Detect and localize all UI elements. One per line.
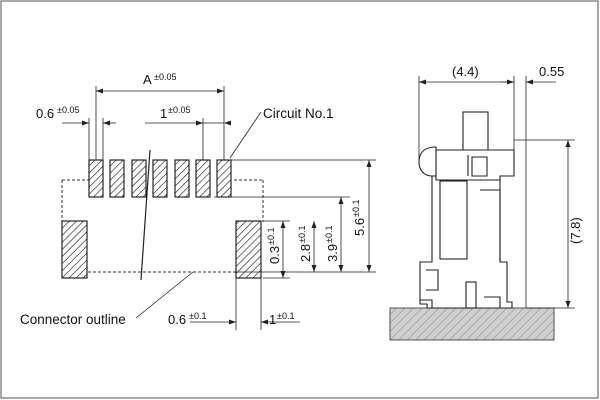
dim-side-offset: 0.55 xyxy=(539,64,564,79)
dim-pitch-tolerance: ±0.05 xyxy=(168,105,190,115)
dim-bottom-06-tolerance: ±0.1 xyxy=(189,311,206,321)
dim-pad-width-value: 0.6 xyxy=(36,106,54,121)
top-view-dimension-lines xyxy=(62,86,376,330)
signal-pad xyxy=(88,159,104,198)
dim-side-height-group: (7.8) xyxy=(568,217,583,244)
dim-side-height: (7.8) xyxy=(568,217,583,244)
signal-pad xyxy=(109,159,125,198)
dim-v-03-value: 0.3 xyxy=(267,246,282,264)
dim-bottom-06-value: 0.6 xyxy=(168,312,186,327)
dim-v-56-tolerance: ±0.1 xyxy=(351,200,361,217)
connector-outline xyxy=(61,179,264,273)
dim-v-56-value: 5.6 xyxy=(352,218,367,236)
mounting-pads xyxy=(61,220,262,279)
mounting-pad-right xyxy=(235,220,262,279)
dim-v-28-group: 2.8 ±0.1 xyxy=(297,226,313,262)
signal-pad xyxy=(131,159,147,198)
dim-side-width: (4.4) xyxy=(452,64,479,79)
side-view-dimension-lines xyxy=(418,76,575,309)
pcb-base xyxy=(389,307,555,341)
dim-v-56-group: 5.6 ±0.1 xyxy=(351,200,367,236)
connector-body xyxy=(418,111,515,309)
dim-pad-width-tolerance: ±0.05 xyxy=(57,105,79,115)
dim-bottom-1-value: 1 xyxy=(269,312,276,327)
dim-bottom-1-tolerance: ±0.1 xyxy=(277,311,294,321)
signal-pad xyxy=(152,159,168,198)
mounting-pad-left xyxy=(61,220,88,279)
dim-pitch-value: 1 xyxy=(160,106,167,121)
side-view: (4.4) 0.55 (7.8) xyxy=(389,64,583,341)
label-connector-outline: Connector outline xyxy=(20,312,126,327)
signal-pads xyxy=(88,159,232,198)
dim-v-03-tolerance: ±0.1 xyxy=(266,228,276,245)
dim-v-39-tolerance: ±0.1 xyxy=(324,226,334,243)
signal-pad xyxy=(195,159,211,198)
signal-pad-circuit-1 xyxy=(216,159,232,198)
dim-v-03-group: 0.3 ±0.1 xyxy=(266,228,282,264)
dim-v-28-tolerance: ±0.1 xyxy=(297,226,307,243)
dim-v-39-group: 3.9 ±0.1 xyxy=(324,226,340,262)
top-view: A ±0.05 0.6 ±0.05 1 ±0.05 Circuit No.1 C… xyxy=(20,72,376,330)
label-circuit-no-1: Circuit No.1 xyxy=(263,106,334,121)
dim-v-39-value: 3.9 xyxy=(325,244,340,262)
dim-v-28-value: 2.8 xyxy=(298,244,313,262)
top-view-arrows xyxy=(82,88,372,325)
side-view-arrows xyxy=(419,79,571,308)
break-line xyxy=(140,149,151,281)
dim-a-tolerance: ±0.05 xyxy=(154,72,176,82)
signal-pad xyxy=(174,159,190,198)
dim-a-value: A xyxy=(143,72,152,87)
